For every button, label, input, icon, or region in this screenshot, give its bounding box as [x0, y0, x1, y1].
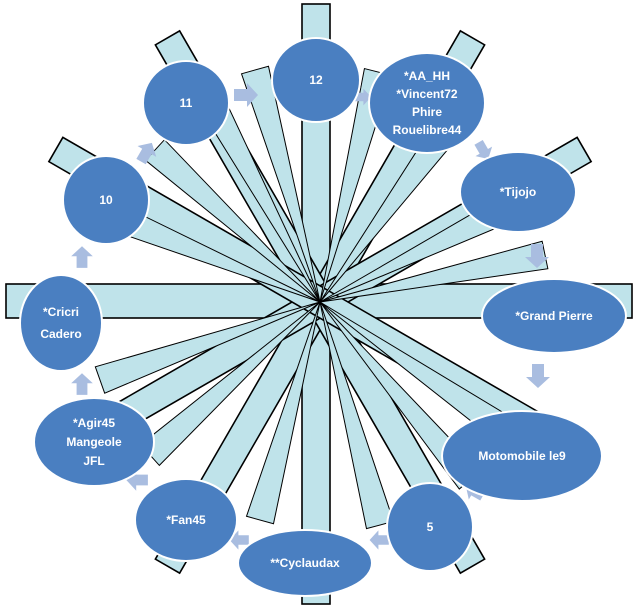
flow-arrow-12: [136, 142, 157, 165]
node-11-shape: [142, 60, 230, 146]
spoke-wedge-8: [319, 240, 549, 303]
node-motomobile-label-1: Motomobile le9: [478, 449, 566, 463]
node-5: 5: [386, 482, 474, 572]
node-aa-hh-label-3: Phire: [412, 105, 442, 119]
node-motomobile: Motomobile le9: [441, 410, 603, 502]
node-fan45-label-1: *Fan45: [166, 513, 206, 527]
flow-arrow-3: [474, 139, 493, 160]
node-11-label-1: 11: [180, 96, 193, 110]
flow-arrow-5: [526, 364, 550, 388]
spoke-wedge-14: [319, 301, 395, 530]
node-cyclaudax: **Cyclaudax: [237, 529, 373, 597]
node-10: 10: [62, 155, 150, 245]
flow-arrow-7: [369, 530, 389, 550]
node-10-shape: [62, 155, 150, 245]
spoke-wedge-13: [245, 301, 321, 525]
node-cricri-shape: [19, 274, 103, 372]
node-12-label-1: 12: [309, 73, 323, 87]
node-tijojo-label-1: *Tijojo: [500, 185, 536, 199]
node-cricri-label-2: Cadero: [40, 327, 81, 341]
node-12-shape: [271, 37, 361, 123]
node-grand-pierre-shape: [481, 278, 627, 354]
flow-arrow-1: [234, 83, 258, 107]
node-fan45: *Fan45: [134, 478, 238, 562]
node-fan45-shape: [134, 478, 238, 562]
spoke-wedge-3: [319, 67, 393, 303]
node-grand-pierre: *Grand Pierre: [481, 278, 627, 354]
spokes-layer: [5, 3, 633, 605]
node-motomobile-shape: [441, 410, 603, 502]
node-12: 12: [271, 37, 361, 123]
node-cyclaudax-label-1: **Cyclaudax: [270, 556, 340, 570]
node-aa-hh-label-4: Rouelibre44: [393, 123, 462, 137]
flow-arrow-11: [71, 246, 93, 268]
node-5-shape: [386, 482, 474, 572]
node-agir45-shape: [33, 397, 155, 487]
spoke-wedge-9: [94, 301, 321, 394]
node-11: 11: [142, 60, 230, 146]
node-agir45-label-3: JFL: [83, 454, 104, 468]
node-tijojo: *Tijojo: [459, 151, 577, 233]
flow-arrow-4: [525, 244, 549, 268]
spoke-wedge-6: [144, 138, 321, 303]
node-agir45-label-2: Mangeole: [66, 435, 122, 449]
node-cricri-label-1: *Cricri: [43, 305, 79, 319]
node-aa-hh-shape: [368, 52, 486, 154]
node-aa-hh-label-2: *Vincent72: [396, 87, 457, 101]
node-agir45-label-1: *Agir45: [73, 416, 115, 430]
node-grand-pierre-label-1: *Grand Pierre: [515, 309, 593, 323]
node-tijojo-shape: [459, 151, 577, 233]
node-aa-hh-label-1: *AA_HH: [404, 69, 450, 83]
flow-arrow-2: [354, 88, 372, 106]
node-cyclaudax-shape: [237, 529, 373, 597]
spoke-wedge-2: [240, 65, 321, 303]
flow-arrow-10: [71, 373, 93, 395]
node-5-label-1: 5: [427, 520, 434, 534]
node-10-label-1: 10: [99, 193, 113, 207]
